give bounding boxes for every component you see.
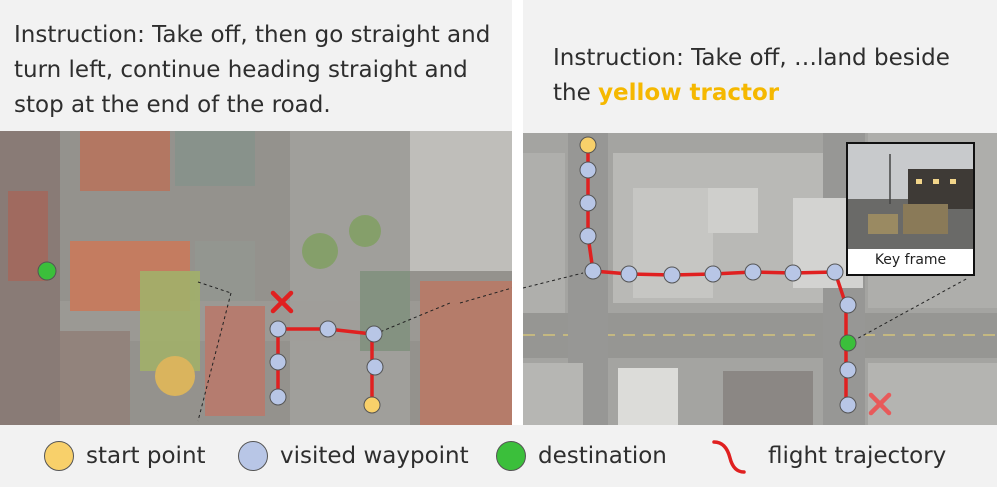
left-waypoint — [269, 320, 287, 338]
right-instruction-prefix: Instruction: Take off, …land beside the — [553, 45, 950, 106]
legend-start: start point — [44, 425, 206, 487]
left-destination-point — [37, 261, 57, 281]
right-destination-point — [839, 334, 857, 352]
left-aerial-map — [0, 131, 512, 425]
right-waypoint — [584, 262, 602, 280]
right-waypoint — [826, 263, 844, 281]
right-waypoint — [839, 296, 857, 314]
right-waypoint — [704, 265, 722, 283]
destination-icon — [496, 441, 526, 471]
legend: start point visited waypoint destination… — [0, 425, 997, 487]
right-waypoint — [579, 194, 597, 212]
left-instruction-text: Instruction: Take off, then go straight … — [14, 22, 491, 118]
left-start-point — [363, 396, 381, 414]
legend-waypoint: visited waypoint — [238, 425, 469, 487]
trajectory-icon — [712, 440, 746, 474]
left-waypoint — [269, 388, 287, 406]
legend-destination: destination — [496, 425, 667, 487]
left-waypoint — [365, 325, 383, 343]
legend-waypoint-label: visited waypoint — [280, 443, 469, 469]
key-frame-label: Key frame — [874, 252, 947, 268]
right-waypoint — [839, 396, 857, 414]
legend-destination-label: destination — [538, 443, 667, 469]
right-waypoint — [744, 263, 762, 281]
right-waypoint — [620, 265, 638, 283]
legend-start-label: start point — [86, 443, 206, 469]
left-example-panel: Instruction: Take off, then go straight … — [0, 0, 512, 425]
left-waypoint — [366, 358, 384, 376]
right-waypoint — [663, 266, 681, 284]
right-example-panel: Instruction: Take off, …land beside the … — [523, 0, 997, 425]
right-instruction-box: Instruction: Take off, …land beside the … — [523, 0, 997, 133]
right-start-point — [579, 136, 597, 154]
legend-trajectory-label: flight trajectory — [768, 443, 947, 469]
yellow-tractor-highlight: yellow tractor — [598, 80, 780, 106]
right-aerial-map: Key frame — [523, 133, 997, 425]
right-waypoint — [579, 161, 597, 179]
right-waypoint — [579, 227, 597, 245]
right-waypoint — [839, 361, 857, 379]
waypoint-icon — [238, 441, 268, 471]
right-waypoint — [784, 264, 802, 282]
left-instruction-box: Instruction: Take off, then go straight … — [0, 0, 512, 131]
legend-trajectory: flight trajectory — [708, 425, 946, 487]
left-waypoint — [319, 320, 337, 338]
start-point-icon — [44, 441, 74, 471]
left-waypoint — [269, 353, 287, 371]
key-frame-image — [848, 144, 973, 249]
right-wrong-stop-x-icon — [868, 392, 892, 416]
right-instruction-text: Instruction: Take off, …land beside the … — [553, 41, 993, 111]
left-wrong-stop-x-icon — [270, 290, 294, 314]
key-frame-inset: Key frame — [846, 142, 975, 276]
